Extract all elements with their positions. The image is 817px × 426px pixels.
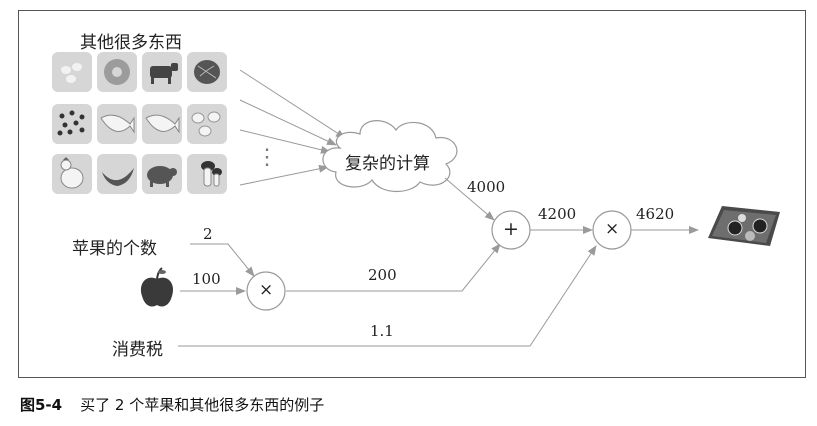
add-operator: + [503, 218, 519, 240]
edge-label-final: 4620 [636, 205, 674, 223]
edge-label-apple-price: 100 [192, 270, 221, 288]
multiply-operator-final: × [605, 219, 619, 239]
figure-caption: 图5-4 买了 2 个苹果和其他很多东西的例子 [20, 394, 324, 415]
payment-tray-icon [708, 206, 780, 246]
apple-count-label: 苹果的个数 [72, 234, 157, 259]
edge-label-sum: 4200 [538, 205, 576, 223]
graph-edges [178, 178, 698, 346]
edge-label-apple-total: 200 [368, 266, 397, 284]
ellipsis: ⋮ [256, 145, 278, 170]
donut-icon [104, 59, 130, 85]
multiply-operator-apple: × [259, 280, 273, 300]
edge-label-other-total: 4000 [467, 178, 505, 196]
other-items-title: 其他很多东西 [80, 28, 182, 53]
figure-number: 图5-4 [20, 396, 62, 414]
edge-label-apple-count: 2 [203, 225, 213, 243]
edge-label-tax-rate: 1.1 [370, 322, 394, 340]
walnut-icon [194, 60, 220, 84]
cloud-label: 复杂的计算 [345, 149, 430, 174]
apple-icon [141, 268, 173, 306]
tax-label: 消费税 [112, 335, 163, 360]
figure-caption-text: 买了 2 个苹果和其他很多东西的例子 [80, 396, 324, 414]
